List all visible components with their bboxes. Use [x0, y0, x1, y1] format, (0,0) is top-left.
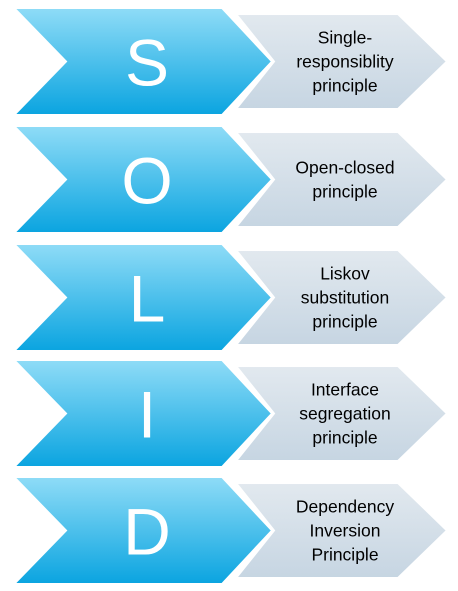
- principle-label-line: Principle: [311, 545, 378, 565]
- principle-arrow: [233, 482, 449, 579]
- principle-arrow: [233, 13, 449, 110]
- principle-label-line: Liskov: [320, 264, 370, 284]
- letter-chevron: [11, 243, 274, 352]
- solid-row-l: L Liskov substitution principle: [11, 243, 449, 352]
- letter-chevron: [11, 7, 274, 116]
- principle-label-line: principle: [312, 182, 377, 202]
- principle-label-line: Interface: [311, 380, 379, 400]
- solid-letter: L: [129, 262, 166, 336]
- principle-label-line: principle: [312, 76, 377, 96]
- solid-letter: D: [123, 495, 171, 569]
- principle-label-line: Dependency: [296, 497, 395, 517]
- principle-label: Single-responsiblity principle: [296, 28, 394, 96]
- principle-label-line: principle: [312, 312, 377, 332]
- solid-letter: S: [125, 26, 169, 100]
- principle-arrow: [233, 249, 449, 346]
- principle-label: Liskov substitution principle: [301, 264, 390, 332]
- solid-letter: O: [121, 144, 172, 218]
- solid-row-i: I Interface segregation principle: [11, 359, 449, 468]
- letter-chevron: [11, 476, 274, 585]
- principle-arrow: [233, 131, 449, 228]
- principle-label-line: responsiblity: [296, 52, 394, 72]
- principle-label-line: Inversion: [309, 521, 380, 541]
- principle-label-line: segregation: [299, 404, 390, 424]
- solid-row-o: O Open-closed principle: [11, 125, 449, 234]
- letter-chevron: [11, 125, 274, 234]
- solid-row-s: S Single-responsiblity principle: [11, 7, 449, 116]
- principle-label: Open-closed principle: [295, 158, 394, 202]
- principle-label-line: Open-closed: [295, 158, 394, 178]
- principle-label-line: Single-: [318, 28, 373, 48]
- principle-label-line: principle: [312, 428, 377, 448]
- solid-letter: I: [138, 378, 156, 452]
- letter-chevron: [11, 359, 274, 468]
- principle-label: Interface segregation principle: [299, 380, 390, 448]
- principle-label-line: substitution: [301, 288, 390, 308]
- principle-arrow: [233, 365, 449, 462]
